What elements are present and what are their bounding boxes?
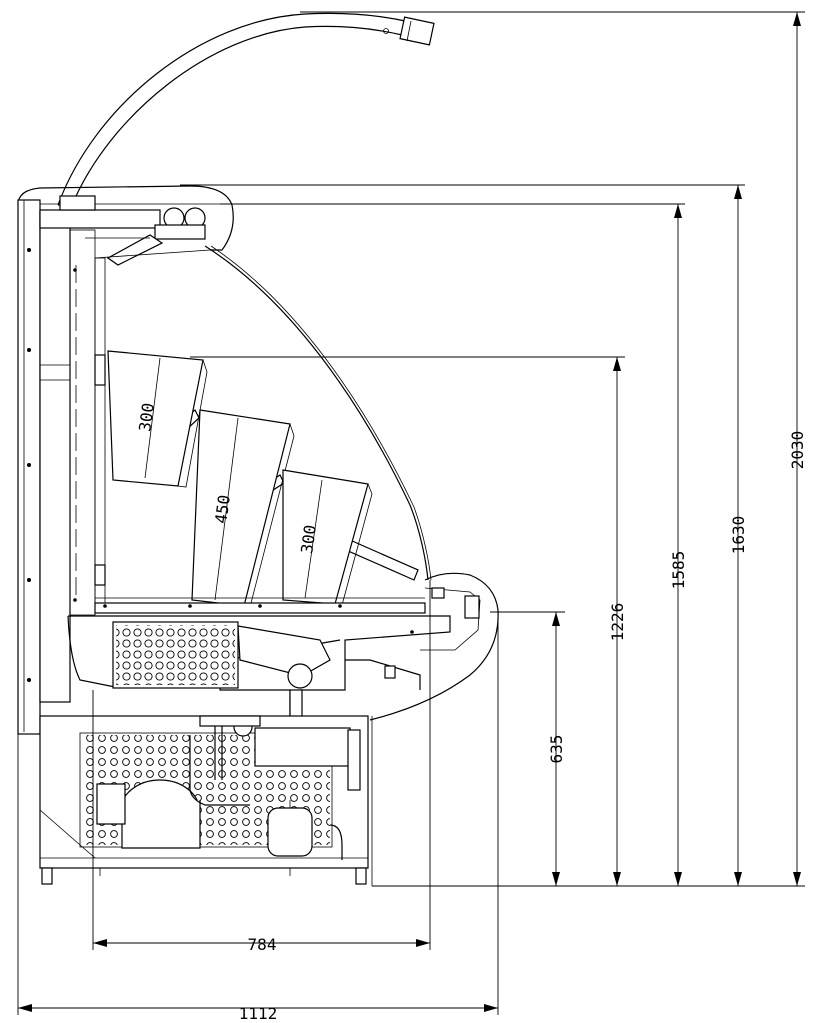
tray-lower-label: 300	[297, 524, 320, 555]
tray-upper-label: 300	[135, 402, 158, 433]
cabinet-shell	[17, 185, 234, 735]
dim-inner-depth: 784	[248, 935, 277, 954]
dim-top-height: 1585	[669, 551, 688, 590]
dim-canopy-height: 1630	[729, 516, 748, 555]
tray-middle: 450	[191, 409, 295, 608]
canopy-light-arm	[57, 12, 435, 206]
dim-shelf-height: 1226	[608, 603, 627, 642]
dim-total-height: 2030	[788, 431, 807, 470]
base-deck	[67, 597, 451, 721]
dimension-lines	[17, 11, 805, 1015]
dim-total-depth: 1112	[239, 1004, 278, 1023]
front-glass	[204, 245, 432, 581]
front-nose	[345, 572, 499, 721]
tray-middle-label: 450	[211, 494, 234, 525]
machine-compartment	[39, 715, 373, 886]
tray-upper: 300	[107, 350, 208, 488]
tray-lower: 300	[282, 469, 373, 606]
dim-deck-height: 635	[547, 735, 566, 764]
